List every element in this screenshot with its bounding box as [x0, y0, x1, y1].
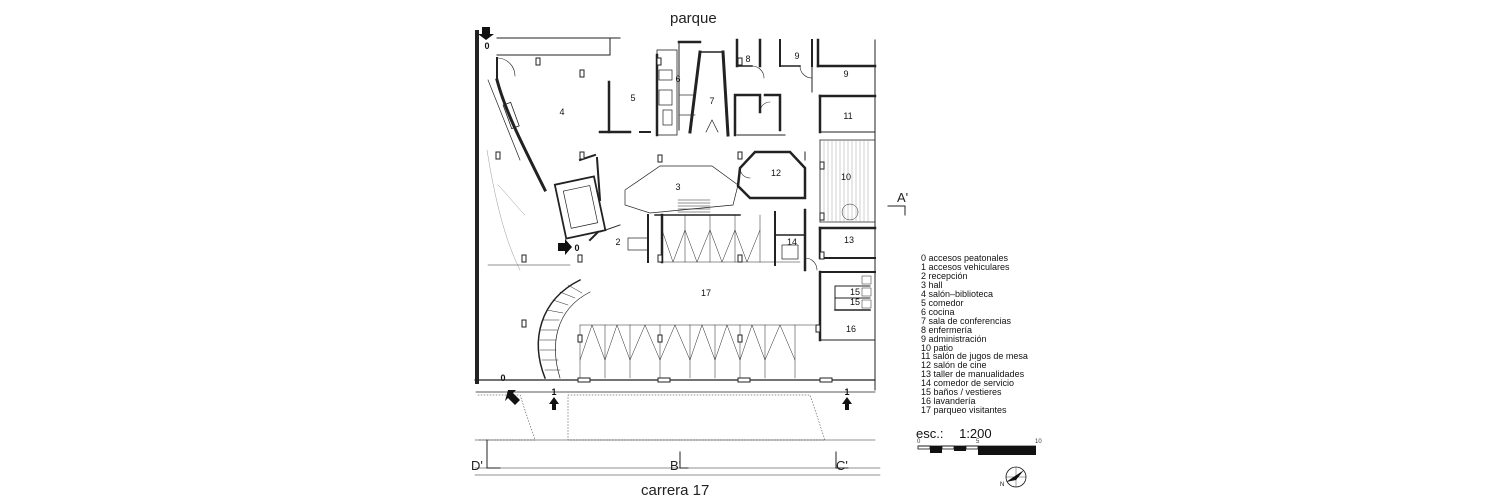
room-6-number: 6 — [675, 74, 680, 84]
room-5-number: 5 — [630, 93, 635, 103]
legend-item: 3 hall — [921, 279, 943, 290]
room-3-number: 3 — [675, 182, 680, 192]
north-letter: N — [1000, 482, 1004, 488]
access-arrow-icon — [505, 390, 520, 405]
access-0-bottom: 0 — [500, 373, 505, 383]
legend-item: 7 sala de conferencias — [921, 315, 1012, 326]
legend-item: 10 patio — [921, 342, 954, 353]
legend-item: 8 enfermería — [921, 324, 973, 335]
legend-item: 11 salón de jugos de mesa — [921, 351, 1028, 362]
legend-item: 16 lavandería — [921, 396, 976, 407]
room-9b-number: 9 — [843, 69, 848, 79]
legend-item: 12 salón de cine — [921, 360, 987, 371]
scale-tick: 0 — [917, 439, 921, 445]
legend-item: 9 administración — [921, 333, 987, 344]
scale-tick: 5 — [976, 439, 980, 445]
room-10-number: 10 — [841, 172, 851, 182]
scale-label: esc.: 1:200 — [916, 426, 992, 441]
room-14-number: 14 — [787, 237, 797, 247]
section-a-label: A' — [897, 190, 908, 205]
legend-item: 4 salón–biblioteca — [921, 288, 994, 299]
room-8-number: 8 — [745, 54, 750, 64]
access-0-top: 0 — [484, 41, 489, 51]
legend: 0 accesos peatonales 1 accesos vehicular… — [921, 254, 1028, 415]
room-11-number: 11 — [843, 111, 852, 121]
north-arrow-icon: N — [1000, 466, 1027, 488]
legend-item: 6 cocina — [921, 306, 955, 317]
room-16-number: 16 — [846, 324, 856, 334]
scale-prefix: esc.: — [916, 426, 944, 441]
scale-value: 1:200 — [959, 426, 992, 441]
room-12-number: 12 — [771, 168, 781, 178]
legend-item: 5 comedor — [921, 297, 964, 308]
legend-item: 13 taller de manualidades — [921, 369, 1025, 380]
room-15-number: 15 — [850, 287, 860, 297]
vehicle-arrow-icon — [549, 397, 559, 410]
legend-item: 1 accesos vehiculares — [921, 261, 1010, 272]
room-2-number: 2 — [615, 237, 620, 247]
access-1-right: 1 — [844, 387, 849, 397]
access-arrow-icon — [478, 27, 494, 40]
access-1-left: 1 — [551, 387, 556, 397]
scale-tick: 10 — [1035, 439, 1042, 445]
legend-item: 17 parqueo visitantes — [921, 405, 1007, 416]
room-17-number: 17 — [701, 288, 711, 298]
legend-item: 0 accesos peatonales — [921, 253, 1009, 263]
bottom-street-label: carrera 17 — [641, 482, 710, 499]
section-c-label: C' — [836, 458, 848, 473]
section-b-label: B' — [670, 458, 681, 473]
room-15b-number: 15 — [850, 297, 860, 307]
legend-item: 15 baños / vestieres — [921, 387, 1002, 398]
legend-item: 2 recepción — [921, 270, 968, 281]
top-street-label: parque — [670, 10, 717, 27]
access-0-left: 0 — [574, 243, 579, 253]
room-9-number: 9 — [794, 51, 799, 61]
scale-bar — [917, 445, 1036, 455]
access-arrow-icon — [558, 239, 572, 255]
vehicle-arrow-icon — [842, 397, 852, 410]
section-d-label: D' — [471, 458, 483, 473]
room-4-number: 4 — [559, 107, 564, 117]
legend-item: 14 comedor de servicio — [921, 378, 1015, 389]
room-13-number: 13 — [844, 235, 854, 245]
room-7-number: 7 — [709, 96, 714, 106]
